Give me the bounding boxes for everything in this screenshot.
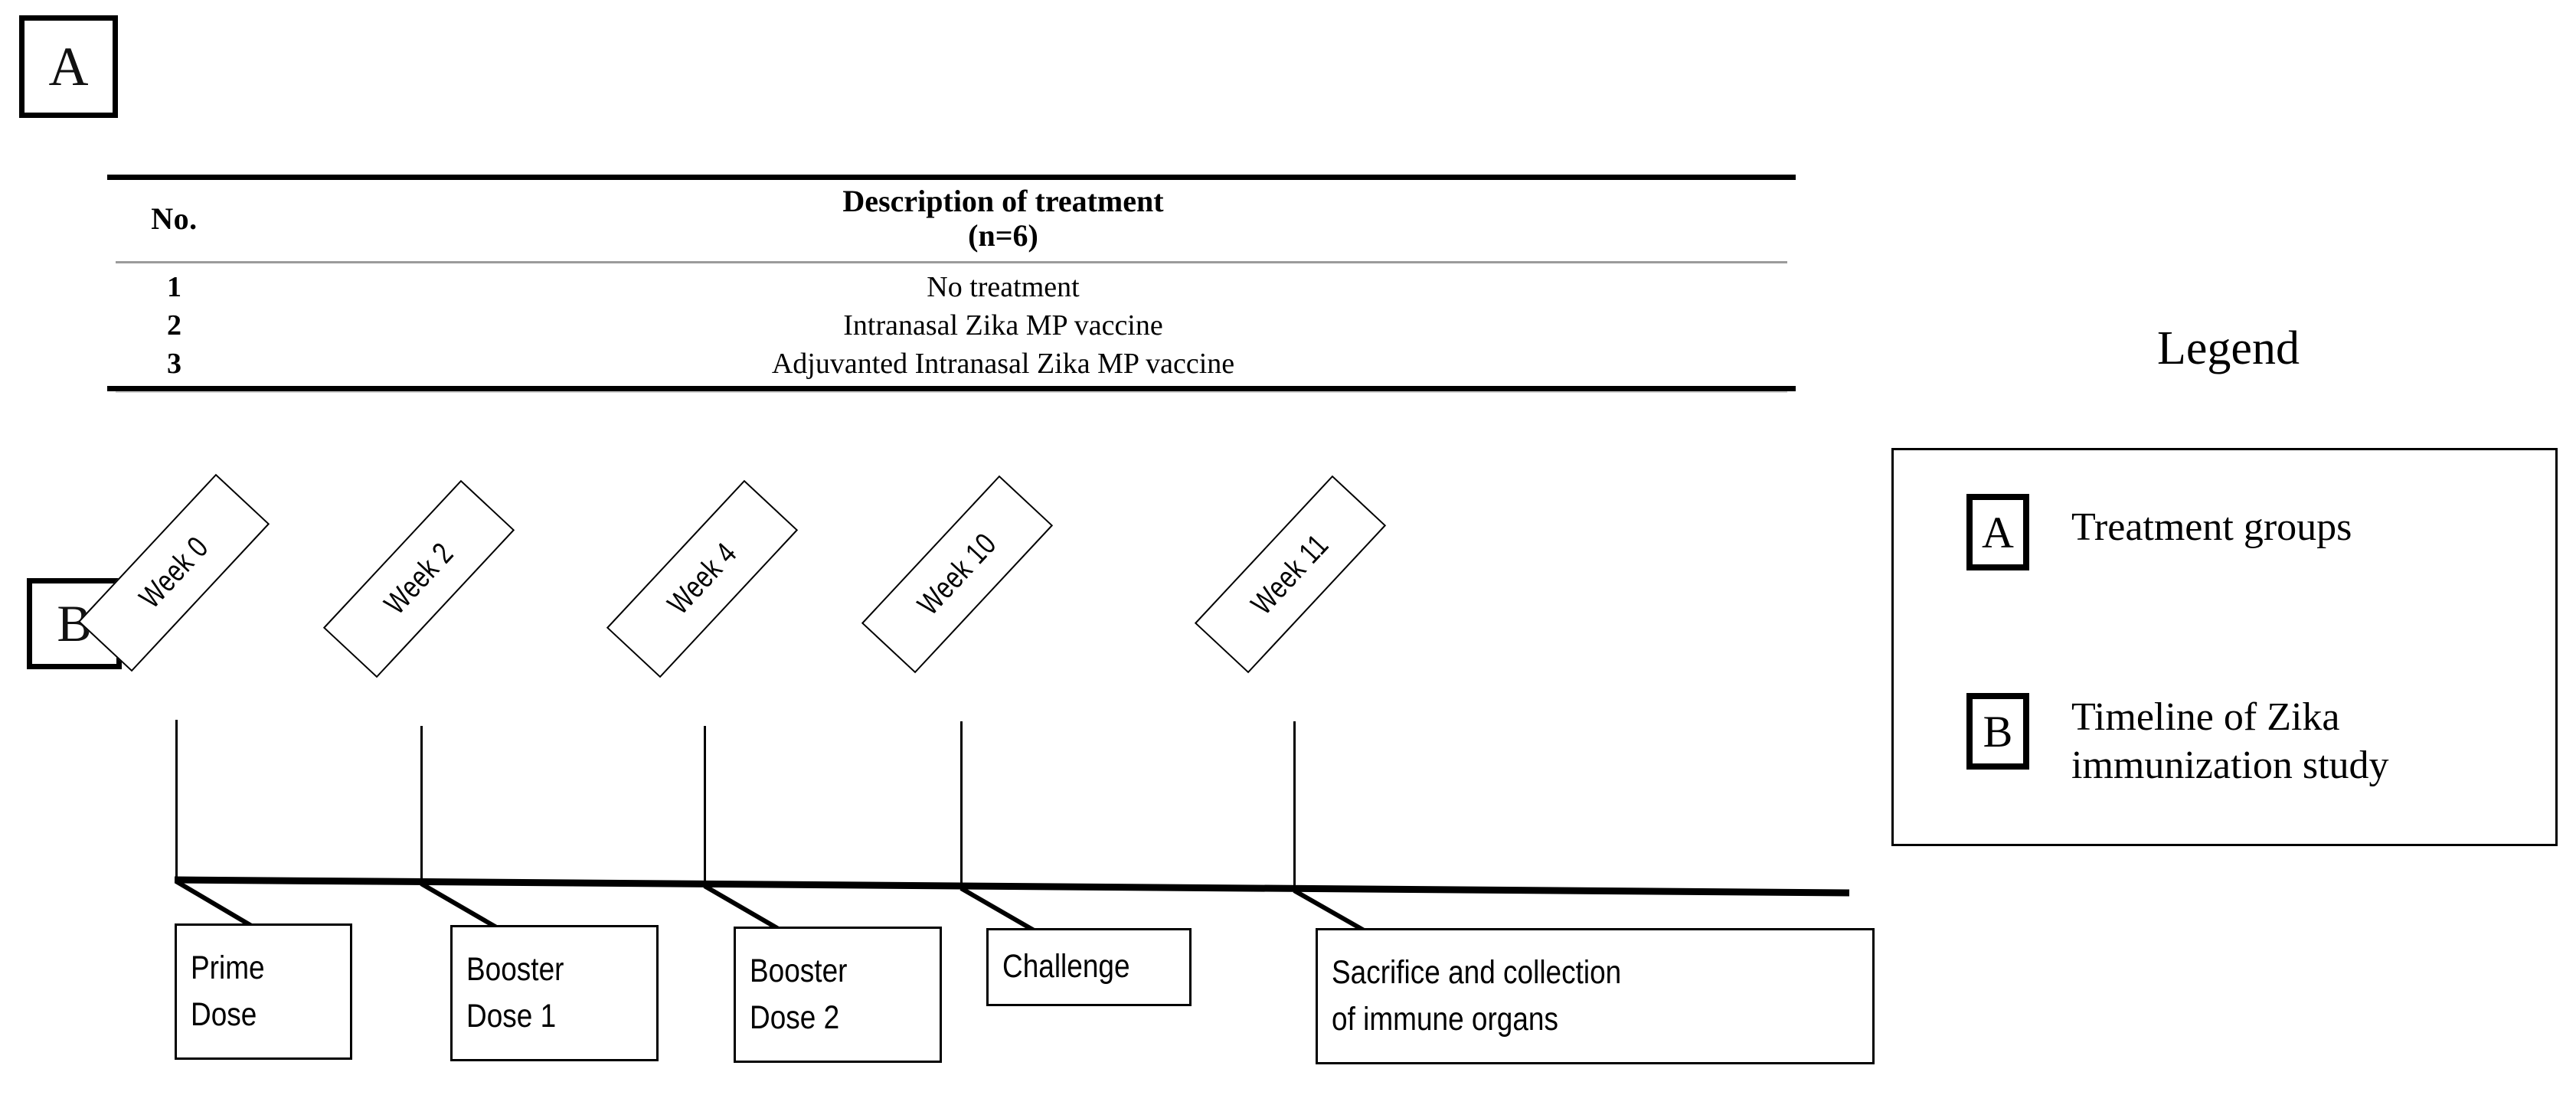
table-header-row: No. Description of treatment (n=6) xyxy=(107,180,1796,261)
timeline-callout-booster-dose-2-line2: Dose 2 xyxy=(750,999,840,1036)
table-row: 1 No treatment xyxy=(107,268,1796,306)
table-top-rule xyxy=(107,175,1796,180)
legend-label-b-line1: Timeline of Zika xyxy=(2071,695,2340,739)
panel-label-a-text: A xyxy=(48,35,89,97)
treatment-groups-table: No. Description of treatment (n=6) 1 No … xyxy=(107,175,1796,393)
leader-line-week-4 xyxy=(703,884,783,933)
table-bottom-hairline xyxy=(116,391,1787,393)
timeline-callout-sacrifice-line2: of immune organs xyxy=(1332,1001,1558,1038)
leader-line-week-11 xyxy=(1293,888,1372,936)
legend-marker-a: A xyxy=(1966,494,2029,570)
legend-entry-b: B Timeline of Zika immunization study xyxy=(1966,693,2533,790)
table-header-description: Description of treatment (n=6) xyxy=(241,184,1796,253)
timeline-callout-prime-dose: Prime Dose xyxy=(175,923,352,1060)
table-cell-description: Intranasal Zika MP vaccine xyxy=(843,309,1163,342)
leader-line-week-0 xyxy=(175,879,254,929)
table-header-description-line2: (n=6) xyxy=(968,217,1038,253)
table-cell-no: 2 xyxy=(167,309,181,342)
timeline-callout-challenge: Challenge xyxy=(986,928,1192,1006)
timeline-stem-week-11 xyxy=(1293,721,1296,891)
timeline-stem-week-0 xyxy=(175,720,178,881)
timeline-callout-booster-dose-2: Booster Dose 2 xyxy=(734,927,942,1063)
timeline-stem-week-10 xyxy=(960,721,963,888)
legend-marker-b: B xyxy=(1966,693,2029,770)
table-row: 2 Intranasal Zika MP vaccine xyxy=(107,306,1796,345)
legend-title: Legend xyxy=(2157,322,2300,374)
immunization-timeline: Week 0 Week 2 Week 4 Week 10 Week 11 Pri… xyxy=(0,473,1914,1095)
table-cell-description: Adjuvanted Intranasal Zika MP vaccine xyxy=(771,347,1235,380)
timeline-callout-prime-dose-line1: Prime xyxy=(191,949,265,986)
timeline-callout-sacrifice-line1: Sacrifice and collection xyxy=(1332,953,1622,991)
table-bottom-rule xyxy=(107,385,1796,391)
timeline-callout-booster-dose-1-line2: Dose 1 xyxy=(466,998,557,1035)
table-cell-no: 3 xyxy=(167,347,181,380)
table-cell-description: No treatment xyxy=(927,270,1080,303)
legend-label-a-line1: Treatment groups xyxy=(2071,505,2352,549)
legend-label-b: Timeline of Zika immunization study xyxy=(2071,693,2389,790)
table-header-no: No. xyxy=(151,201,198,237)
timeline-callout-sacrifice: Sacrifice and collection of immune organ… xyxy=(1316,928,1875,1064)
leader-line-week-2 xyxy=(420,881,499,930)
table-header-description-line1: Description of treatment xyxy=(842,184,1164,218)
table-header-rule xyxy=(116,260,1787,263)
timeline-callout-prime-dose-line2: Dose xyxy=(191,996,257,1033)
legend-marker-a-text: A xyxy=(1982,507,2014,557)
legend-label-b-line2: immunization study xyxy=(2071,744,2389,788)
timeline-axis xyxy=(174,876,1850,897)
table-row: 3 Adjuvanted Intranasal Zika MP vaccine xyxy=(107,345,1796,383)
leader-line-week-10 xyxy=(959,886,1037,933)
timeline-axis-svg xyxy=(174,876,1850,936)
timeline-stem-week-4 xyxy=(704,726,706,886)
timeline-callout-booster-dose-2-line1: Booster xyxy=(750,952,848,989)
timeline-callout-challenge-line1: Challenge xyxy=(1002,948,1130,986)
legend-marker-b-text: B xyxy=(1983,706,2013,757)
timeline-callout-booster-dose-1: Booster Dose 1 xyxy=(450,925,659,1061)
table-cell-no: 1 xyxy=(167,270,181,303)
timeline-stem-week-2 xyxy=(420,726,423,884)
legend-label-a: Treatment groups xyxy=(2071,494,2352,551)
legend-entry-a: A Treatment groups xyxy=(1966,494,2533,570)
panel-label-a: A xyxy=(19,15,118,118)
timeline-callout-booster-dose-1-line1: Booster xyxy=(466,950,564,988)
